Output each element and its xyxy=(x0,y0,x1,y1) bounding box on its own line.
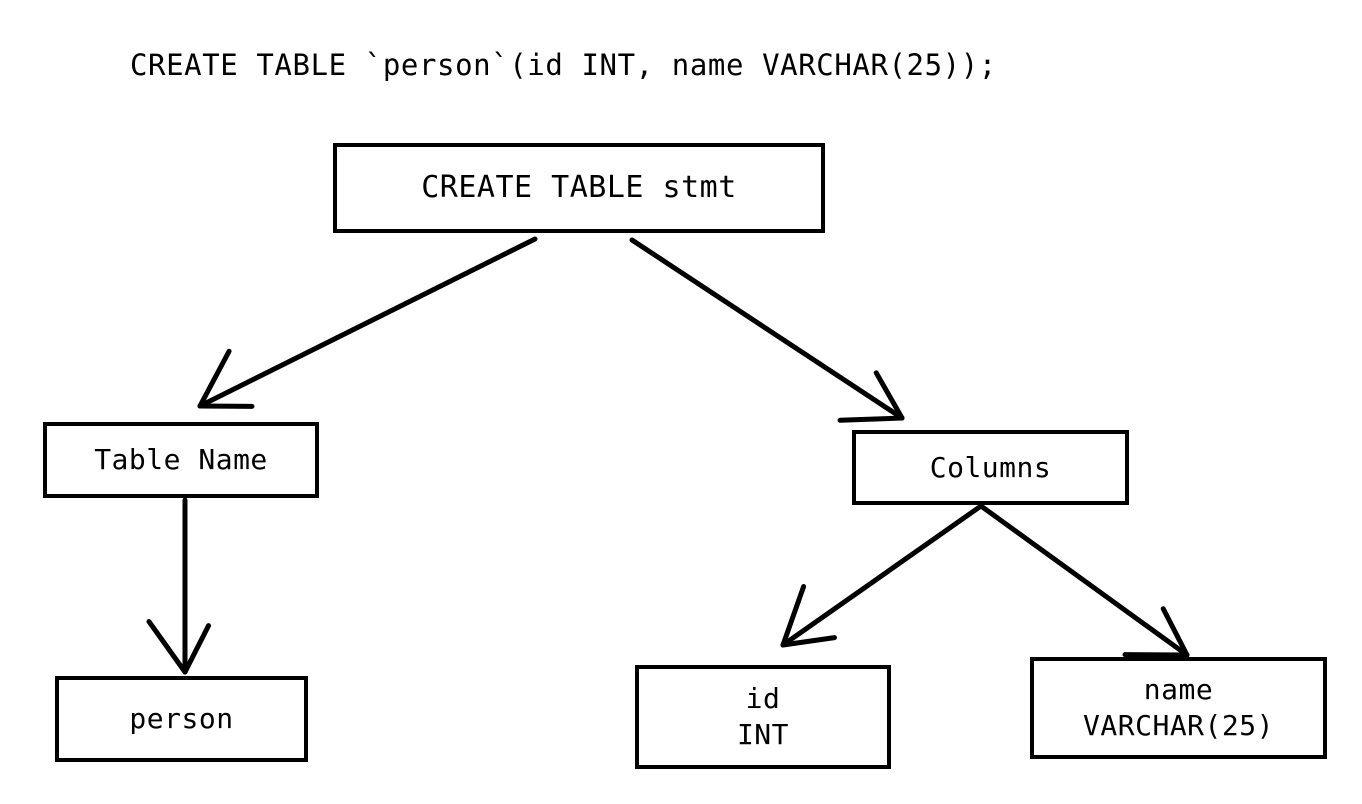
node-label-line: INT xyxy=(736,718,790,751)
edge-columns-to-id xyxy=(780,503,984,648)
arrowhead-barb-root-to-columns-1 xyxy=(837,415,905,423)
node-label-line: person xyxy=(129,702,234,736)
node-label-line: Columns xyxy=(929,450,1052,484)
edge-columns-to-name xyxy=(978,503,1190,658)
node-person[interactable]: person xyxy=(55,676,308,762)
edge-root-to-columns xyxy=(629,237,905,421)
node-column-name[interactable]: name VARCHAR(25) xyxy=(1030,657,1327,759)
arrowhead-barb-table-name-to-person-0 xyxy=(182,623,212,675)
edge-root-to-table-name xyxy=(197,236,538,409)
arrowhead-barb-columns-to-id-0 xyxy=(780,635,837,648)
node-columns[interactable]: Columns xyxy=(852,430,1129,505)
sql-statement-caption: CREATE TABLE `person`(id INT, name VARCH… xyxy=(130,48,997,82)
node-label-line: VARCHAR(25) xyxy=(1083,709,1274,742)
node-column-id[interactable]: id INT xyxy=(635,665,891,769)
arrowhead-barb-root-to-table-name-1 xyxy=(197,348,232,409)
arrowhead-barb-columns-to-id-1 xyxy=(780,584,807,648)
node-label-line: id xyxy=(745,682,781,716)
node-create-table-stmt[interactable]: CREATE TABLE stmt xyxy=(333,143,825,233)
arrowhead-barb-columns-to-name-0 xyxy=(1160,606,1190,658)
arrowhead-barb-root-to-columns-0 xyxy=(873,370,905,421)
arrowhead-barb-table-name-to-person-1 xyxy=(146,619,188,675)
node-table-name[interactable]: Table Name xyxy=(43,422,319,498)
node-label-line: CREATE TABLE stmt xyxy=(421,169,737,205)
node-label-line: name xyxy=(1143,673,1214,707)
node-label-line: Table Name xyxy=(94,443,268,477)
